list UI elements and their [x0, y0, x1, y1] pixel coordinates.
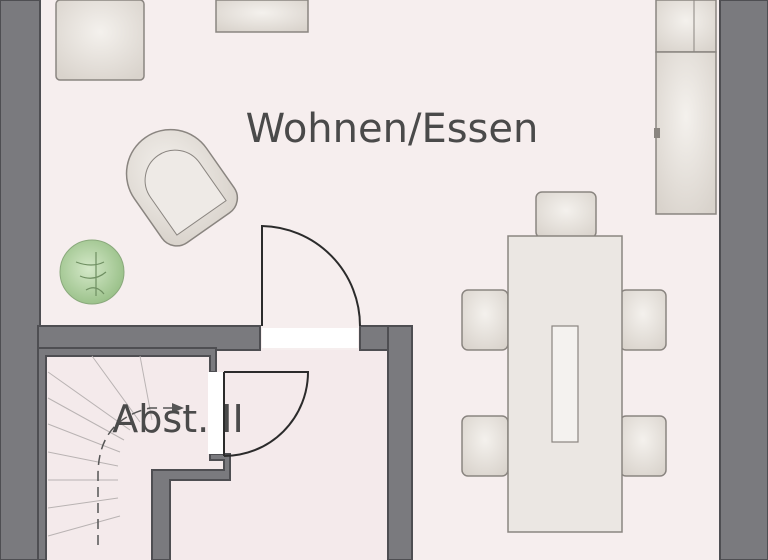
- room-label-living: Wohnen/Essen: [246, 106, 539, 152]
- wall-stair-enclosure: [37, 347, 217, 560]
- door-swing-living[interactable]: [261, 224, 361, 327]
- table-runner: [551, 325, 579, 443]
- stair-walk-line: [97, 407, 172, 545]
- armchair: [125, 128, 239, 247]
- chair-top: [535, 191, 597, 239]
- sofa: [55, 0, 145, 81]
- chair-left-2: [461, 415, 509, 477]
- door-opening-living: [262, 328, 358, 348]
- stair-arrow-icon: [172, 403, 184, 413]
- side-table: [215, 0, 309, 33]
- wall-stair-core: [151, 453, 231, 560]
- door-opening-landing: [208, 372, 224, 454]
- plant-icon: [59, 239, 125, 305]
- chair-right-1: [619, 289, 667, 351]
- staircase: [47, 355, 153, 537]
- cabinet: [654, 0, 717, 215]
- wall-landing-top-left: [37, 325, 261, 351]
- chair-left-1: [461, 289, 509, 351]
- chair-right-2: [619, 415, 667, 477]
- door-swing-landing[interactable]: [223, 371, 310, 457]
- room-label-landing: Abst. II: [112, 397, 243, 441]
- wall-right: [719, 0, 768, 560]
- wall-landing-right: [387, 325, 413, 560]
- dining-set: [461, 191, 667, 533]
- wall-left: [0, 0, 41, 560]
